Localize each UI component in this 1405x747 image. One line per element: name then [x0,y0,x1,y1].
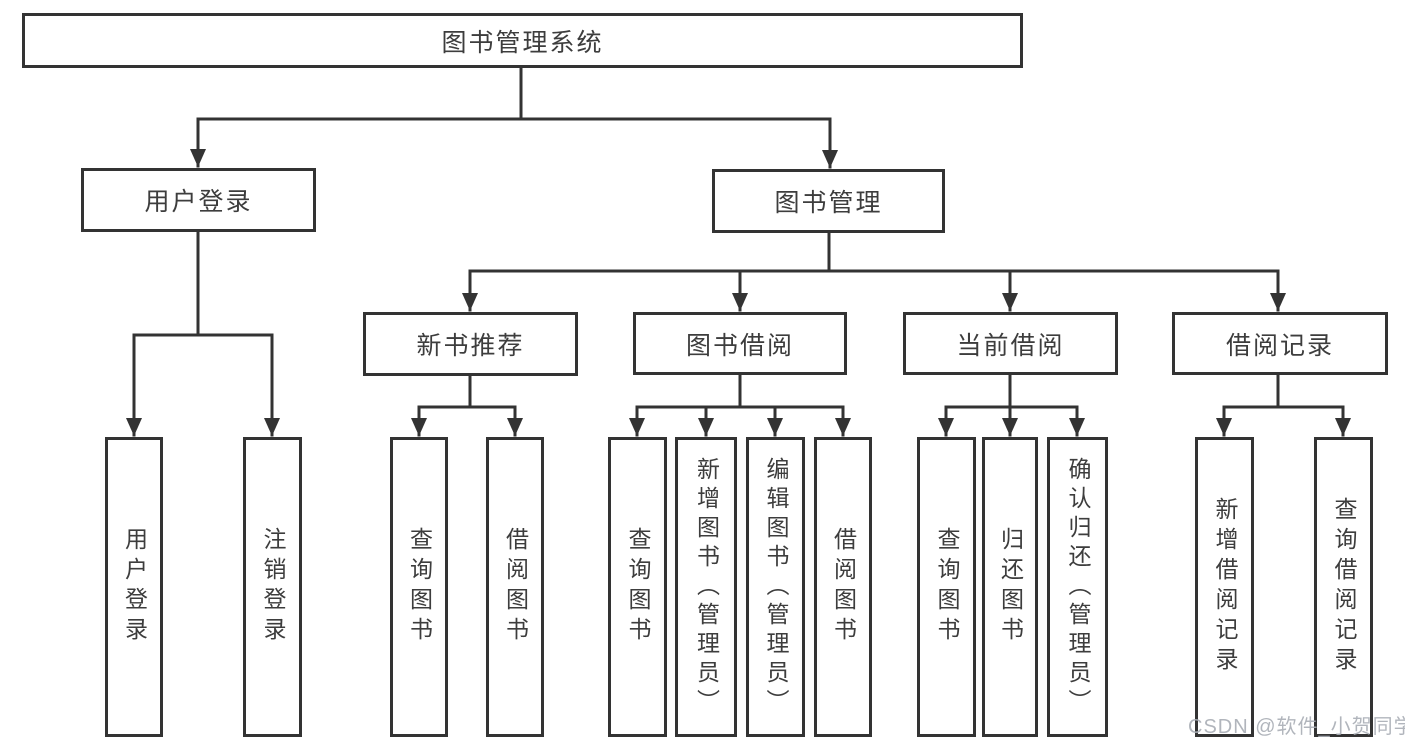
leaf-label: 新增借阅记录 [1212,497,1238,677]
leaf-label: 归还图书 [997,527,1024,647]
leaf-add-book-admin: 新增图书（管理员） [675,437,737,737]
leaf-label: 借阅图书 [502,527,529,647]
node-library-management-system: 图书管理系统 [22,13,1023,68]
node-new-book-recommendation: 新书推荐 [363,312,578,376]
leaf-borrow-books: 借阅图书 [486,437,544,737]
node-label: 用户登录 [144,188,253,216]
leaf-label: 查询图书 [406,527,433,647]
node-book-management: 图书管理 [712,169,945,233]
leaf-edit-book-admin: 编辑图书（管理员） [746,437,805,737]
node-label: 图书管理系统 [441,28,604,57]
leaf-add-borrow-record: 新增借阅记录 [1195,437,1254,737]
leaf-label: 查询图书 [934,527,960,647]
leaf-query-books: 查询图书 [917,437,976,737]
leaf-borrow-books: 借阅图书 [814,437,872,737]
node-label: 借阅记录 [1225,331,1334,360]
leaf-label: 编辑图书（管理员） [763,456,789,718]
node-label: 图书借阅 [685,331,794,360]
leaf-label: 用户登录 [121,527,148,647]
leaf-label: 注销登录 [260,527,286,647]
node-book-borrowing: 图书借阅 [633,312,847,375]
csdn-watermark: CSDN @软件_小贺同学 [1188,716,1405,738]
node-current-borrowing: 当前借阅 [903,312,1118,375]
leaf-label: 确认归还（管理员） [1065,456,1091,718]
node-user-login: 用户登录 [81,168,316,232]
leaf-return-book: 归还图书 [982,437,1038,737]
leaf-query-books: 查询图书 [608,437,667,737]
leaf-label: 借阅图书 [830,527,857,647]
leaf-label: 新增图书（管理员） [693,456,720,718]
leaf-user-login: 用户登录 [105,437,163,737]
leaf-label: 查询图书 [625,527,651,647]
leaf-query-borrow-record: 查询借阅记录 [1314,437,1373,737]
node-label: 新书推荐 [416,332,525,360]
node-label: 当前借阅 [956,331,1065,360]
node-borrowing-records: 借阅记录 [1172,312,1388,375]
leaf-label: 查询借阅记录 [1331,497,1357,677]
leaf-logout: 注销登录 [243,437,302,737]
leaf-confirm-return-admin: 确认归还（管理员） [1047,437,1108,737]
node-label: 图书管理 [774,189,883,217]
leaf-query-books: 查询图书 [390,437,448,737]
